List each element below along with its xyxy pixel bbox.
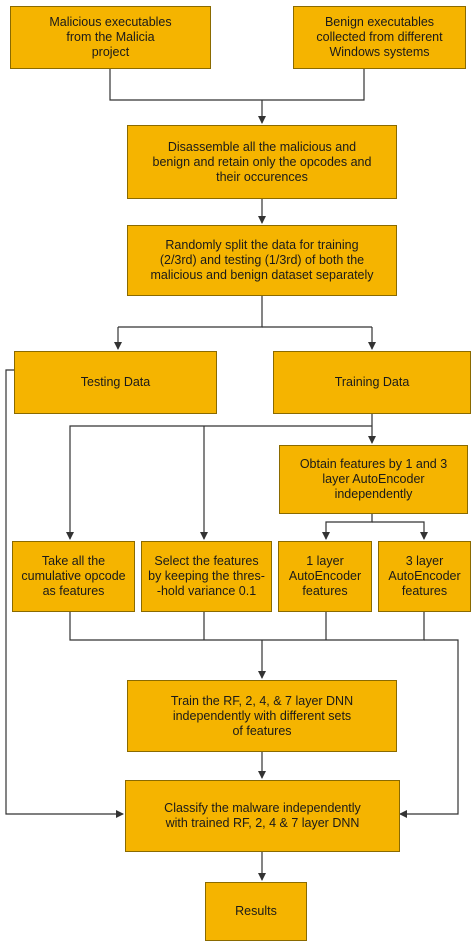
edge-training-fanout (66, 425, 372, 540)
node-disassemble: Disassemble all the malicious and benign… (127, 125, 397, 199)
edge-autoencoder-branch (322, 514, 373, 540)
node-testing-data: Testing Data (14, 351, 217, 414)
node-variance-threshold: Select the features by keeping the thres… (141, 541, 272, 612)
node-results: Results (205, 882, 307, 941)
edge-split-branch (118, 296, 263, 328)
edge-features-to-classify (399, 639, 459, 818)
edge-autoencoder-branch-right (372, 521, 428, 540)
edge-malicious-to-merge (109, 69, 262, 101)
node-train: Train the RF, 2, 4, & 7 layer DNN indepe… (127, 680, 397, 752)
node-benign-source: Benign executables collected from differ… (293, 6, 466, 69)
node-malicious-source: Malicious executables from the Malicia p… (10, 6, 211, 69)
edge-features-merge (69, 612, 425, 641)
edge-testing-to-classify (5, 369, 124, 818)
node-all-opcodes: Take all the cumulative opcode as featur… (12, 541, 135, 612)
edge-benign-to-merge (262, 69, 365, 101)
node-ae-3layer: 3 layer AutoEncoder features (378, 541, 471, 612)
node-split: Randomly split the data for training (2/… (127, 225, 397, 296)
node-training-data: Training Data (273, 351, 471, 414)
node-autoencoder-features: Obtain features by 1 and 3 layer AutoEnc… (279, 445, 468, 514)
node-classify: Classify the malware independently with … (125, 780, 400, 852)
node-ae-1layer: 1 layer AutoEncoder features (278, 541, 372, 612)
